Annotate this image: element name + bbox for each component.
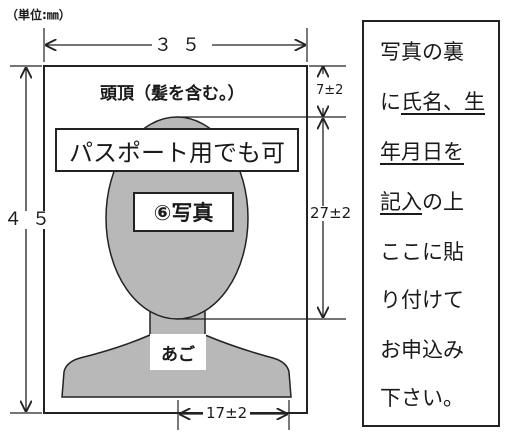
instruction-line: 年月日を bbox=[380, 142, 464, 163]
chin-label: あご bbox=[150, 334, 206, 370]
dimension-top-margin bbox=[177, 65, 346, 118]
face-height-label: 27±2 bbox=[310, 204, 352, 222]
width-label: ３５ bbox=[152, 35, 212, 56]
instruction-text: の上 bbox=[422, 190, 464, 214]
instruction-text: 下さい。 bbox=[380, 386, 464, 410]
instruction-line: り付けて bbox=[380, 290, 464, 311]
unit-label: （単位:㎜） bbox=[6, 8, 71, 22]
passport-ok-text: パスポート用でも可 bbox=[69, 138, 285, 167]
chin-width-label: 17±2 bbox=[203, 406, 251, 421]
instruction-line: 下さい。 bbox=[380, 388, 464, 409]
photo-label-text: ⑥写真 bbox=[153, 201, 214, 225]
instruction-text: に bbox=[380, 90, 401, 114]
instruction-text: 写真の裏 bbox=[380, 40, 464, 64]
instruction-text: ここに貼 bbox=[380, 240, 464, 264]
instruction-text: り付けて bbox=[380, 288, 464, 312]
instruction-line: 写真の裏 bbox=[380, 42, 464, 63]
instruction-line: 記入の上 bbox=[380, 192, 464, 213]
instruction-underlined-text: 氏名、生 bbox=[401, 90, 485, 114]
passport-ok-label: パスポート用でも可 bbox=[55, 128, 299, 172]
dimension-height bbox=[10, 65, 42, 414]
instruction-line: ここに貼 bbox=[380, 242, 464, 263]
height-label: ４５ bbox=[4, 209, 60, 230]
instruction-text: お申込み bbox=[380, 338, 464, 362]
photo-label: ⑥写真 bbox=[133, 192, 234, 232]
top-margin-label: 7±2 bbox=[316, 83, 344, 98]
instruction-box: 写真の裏に氏名、生年月日を記入の上ここに貼り付けてお申込み下さい。 bbox=[362, 20, 500, 427]
chin-label-text: あご bbox=[161, 344, 195, 365]
instruction-underlined-text: 記入 bbox=[380, 190, 422, 214]
instruction-line: に氏名、生 bbox=[380, 92, 485, 113]
instruction-underlined-text: 年月日を bbox=[380, 140, 464, 164]
crown-label: 頭頂（髪を含む。） bbox=[100, 84, 245, 104]
instruction-line: お申込み bbox=[380, 340, 464, 361]
